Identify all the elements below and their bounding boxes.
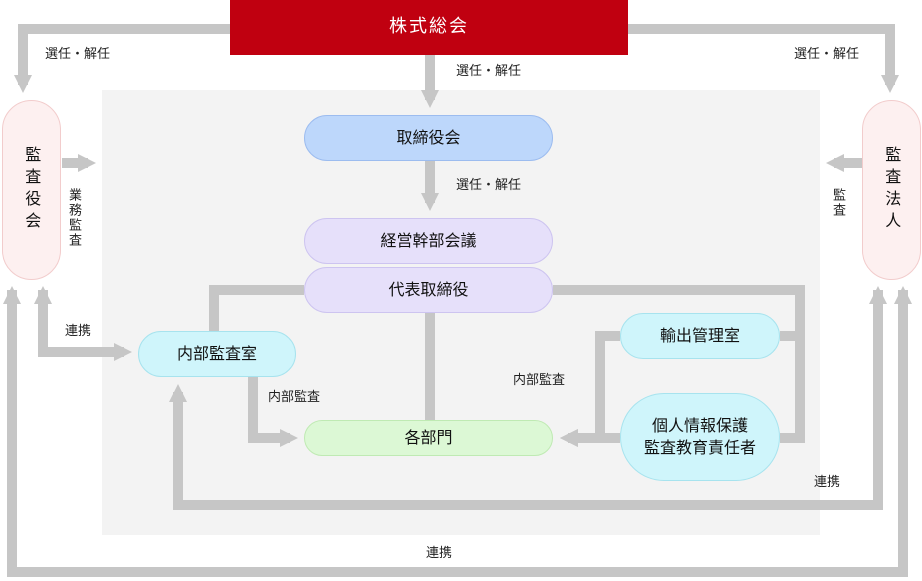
audit-firm-node: 監査法人 [862,100,921,280]
connector-rep-to-right-units [553,285,805,443]
elect-dismiss-label-center: 選任・解任 [456,64,522,79]
connector-shareholders-to-audit-firm [628,24,899,93]
board-of-directors-node: 取締役会 [304,115,553,161]
liaison-label-right: 連携 [814,475,841,490]
elect-dismiss-label-board: 選任・解任 [456,178,522,193]
export-control-office-node: 輸出管理室 [620,313,780,359]
connector-rep-to-internal [209,285,304,331]
executive-meeting-node: 経営幹部会議 [304,218,553,264]
privacy-node-line1: 個人情報保護 [651,416,748,436]
elect-dismiss-label-right: 選任・解任 [794,47,860,62]
internal-audit-label-right: 内部監査 [513,373,566,388]
departments-node: 各部門 [304,420,553,456]
audit-label: 監査 [830,188,845,218]
audit-board-label: 監査役会 [22,146,42,234]
elect-dismiss-label-left: 選任・解任 [45,47,111,62]
shareholders-meeting-node: 株式総会 [230,0,628,55]
business-audit-label: 業務監査 [66,188,81,248]
liaison-label-left: 連携 [65,324,92,339]
representative-director-node: 代表取締役 [304,267,553,313]
audit-board-node: 監査役会 [2,100,61,280]
privacy-node-line2: 監査教育責任者 [643,438,756,457]
connector-internal-to-departments [248,377,298,447]
connector-shareholders-to-audit-board [14,24,230,93]
audit-firm-label: 監査法人 [882,146,902,234]
privacy-audit-officer-node: 個人情報保護 監査教育責任者 [620,393,780,481]
liaison-label-bottom: 連携 [426,546,453,561]
internal-audit-label-left: 内部監査 [268,390,321,405]
internal-audit-office-node: 内部監査室 [138,331,296,377]
